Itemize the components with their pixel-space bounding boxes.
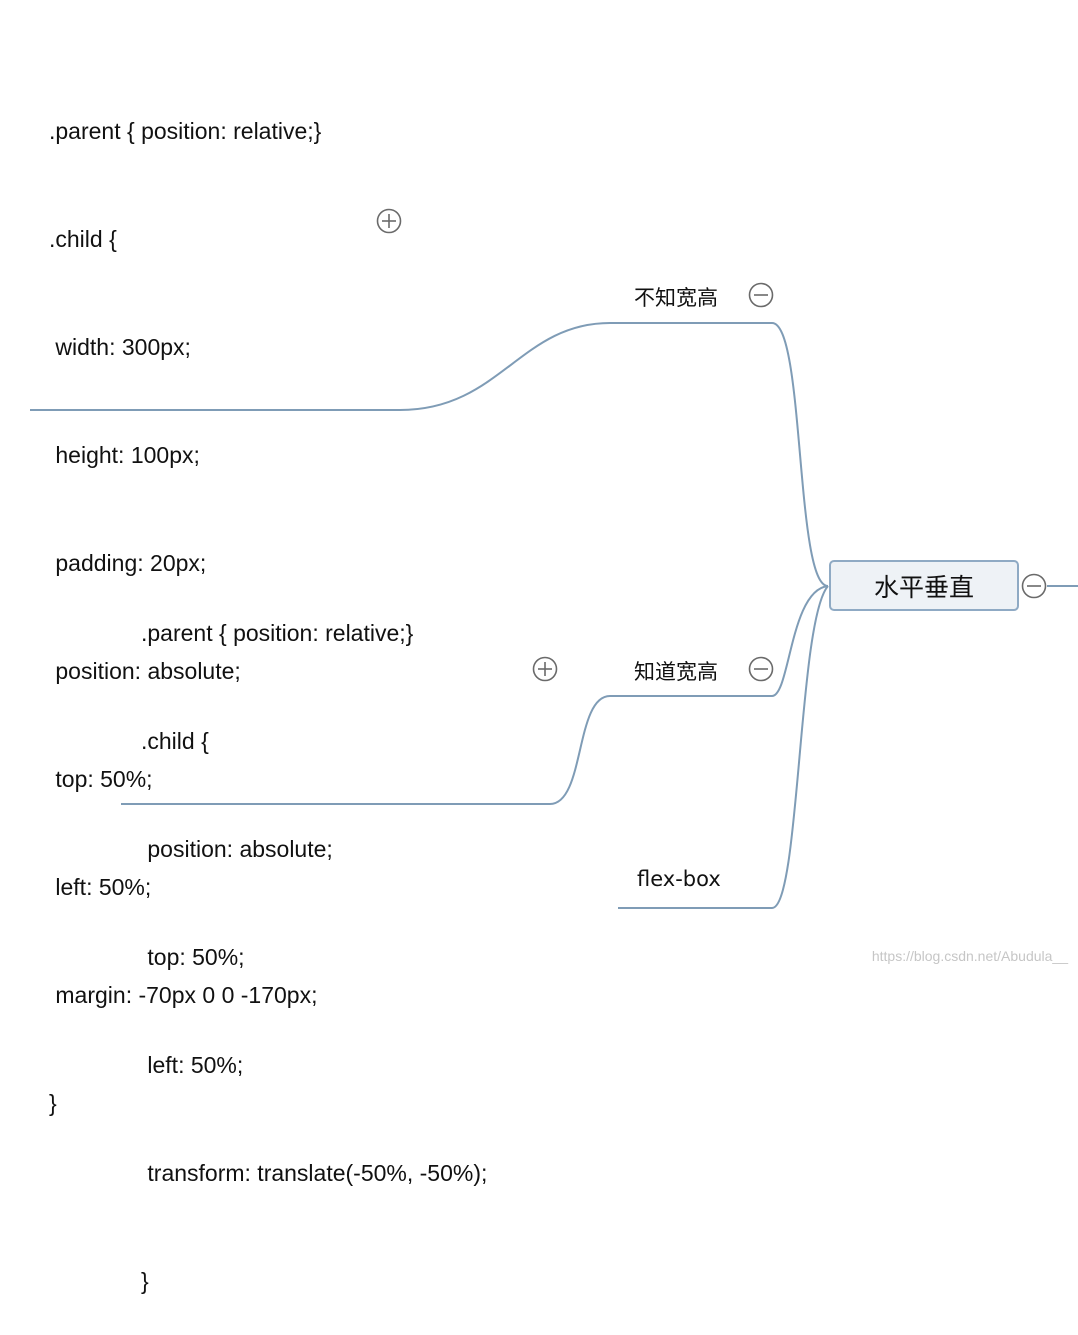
code-line: .child { — [141, 728, 209, 754]
connector-known-size — [771, 585, 829, 697]
mindmap-canvas — [30, 208, 1078, 909]
central-topic-label: 水平垂直 — [873, 572, 974, 602]
branch-label-known-size[interactable]: 知道宽高 — [634, 660, 718, 684]
code-line: } — [141, 1268, 149, 1294]
connector-code-block-2 — [121, 695, 611, 805]
central-topic[interactable]: 水平垂直 — [829, 560, 1019, 611]
code-line: left: 50%; — [141, 1052, 244, 1078]
code-line: .parent { position: relative;} — [141, 620, 414, 646]
code-line: .child { — [49, 226, 117, 252]
code-line: position: absolute; — [49, 658, 241, 684]
collapse-icon[interactable] — [748, 282, 774, 308]
collapse-icon[interactable] — [748, 656, 774, 682]
code-line: left: 50%; — [49, 874, 152, 900]
code-line: .parent { position: relative;} — [49, 118, 322, 144]
code-block-known-size: .parent { position: relative;} .child { … — [141, 543, 487, 1335]
watermark: https://blog.csdn.net/Abudula__ — [871, 948, 1068, 964]
connector-code-block-1 — [30, 322, 611, 411]
branch-label-unknown-size[interactable]: 不知宽高 — [634, 286, 718, 310]
expand-icon[interactable] — [376, 208, 402, 234]
code-line: top: 50%; — [141, 944, 245, 970]
code-line: transform: translate(-50%, -50%); — [141, 1160, 488, 1186]
code-line: height: 100px; — [49, 442, 200, 468]
branch-label-flexbox[interactable]: flex-box — [637, 867, 721, 891]
collapse-icon[interactable] — [1021, 573, 1047, 599]
connector-unknown-size — [771, 322, 829, 587]
code-line: position: absolute; — [141, 836, 333, 862]
expand-icon[interactable] — [532, 656, 558, 682]
code-line: top: 50%; — [49, 766, 153, 792]
code-line: width: 300px; — [49, 334, 191, 360]
connector-flexbox — [771, 585, 829, 909]
code-line: padding: 20px; — [49, 550, 207, 576]
